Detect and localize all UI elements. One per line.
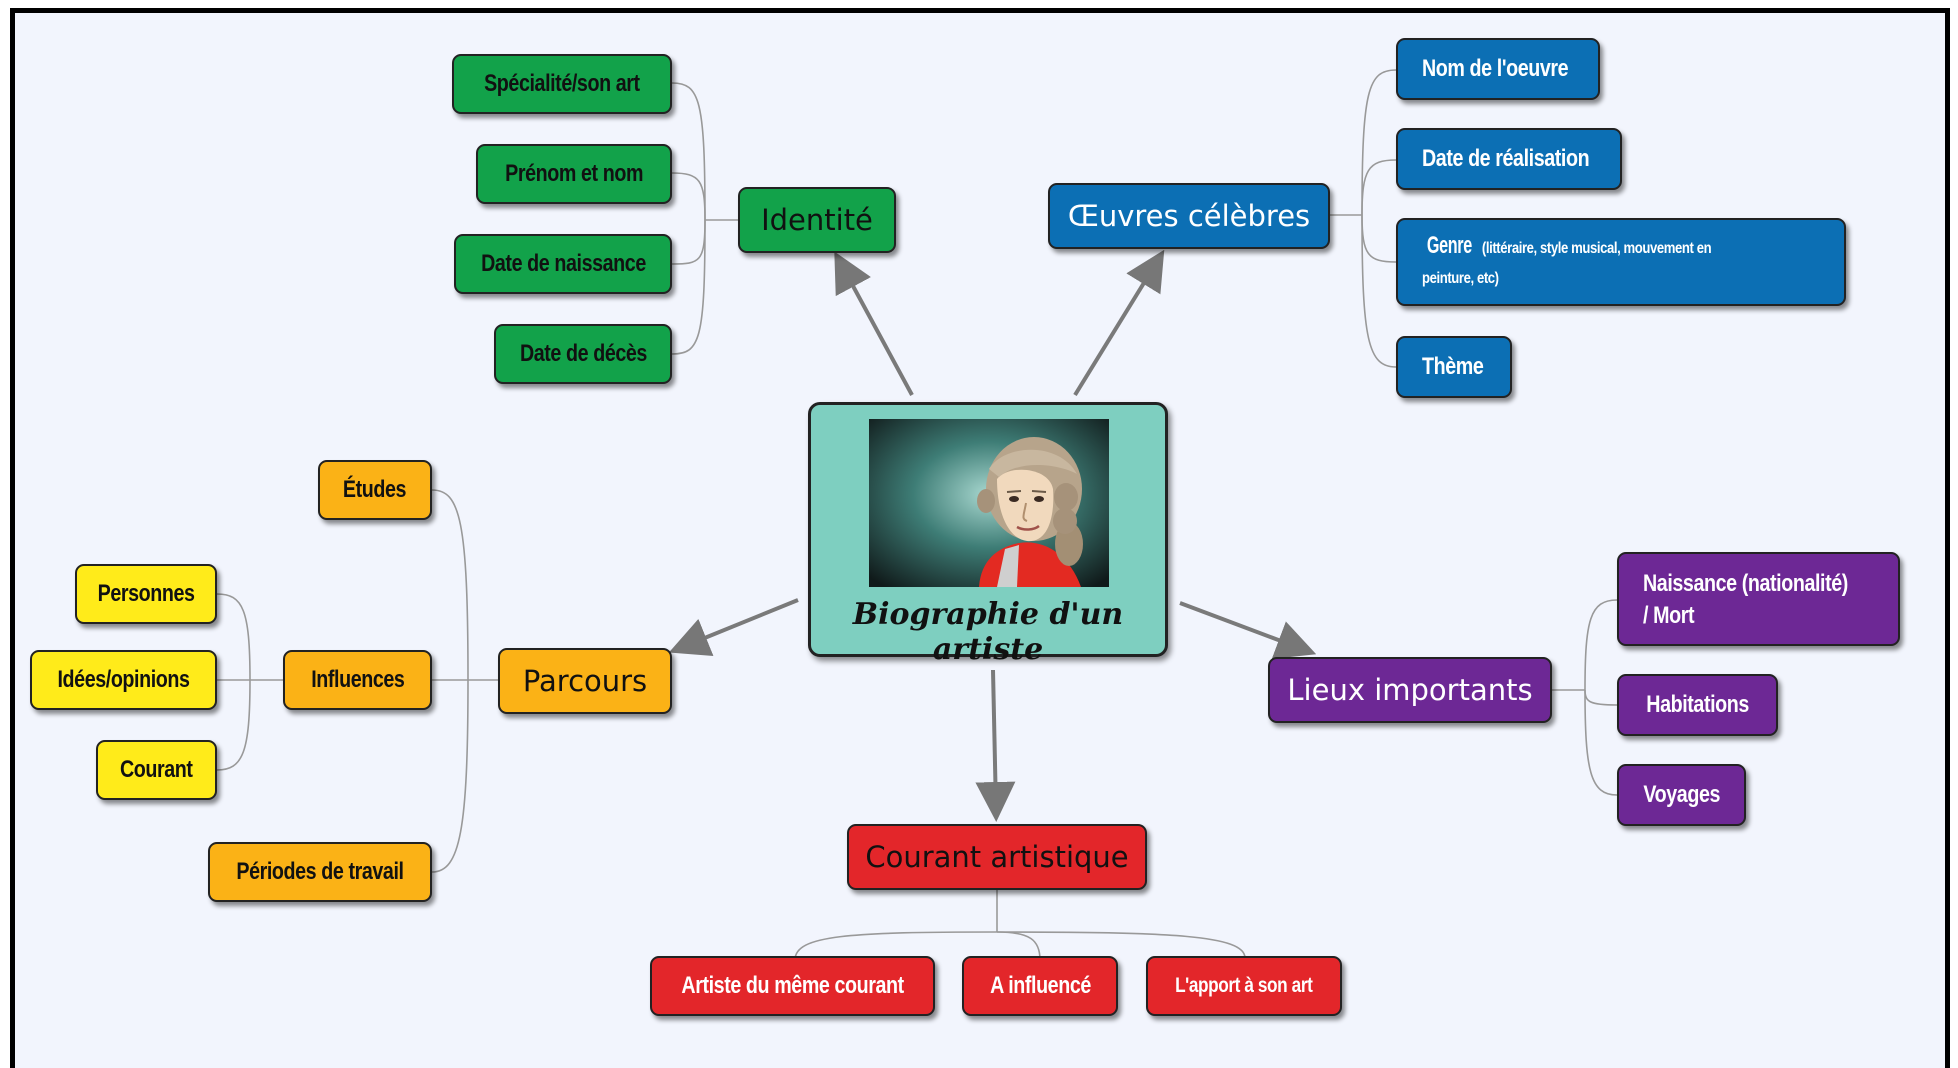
- mozart-portrait-image: [869, 419, 1109, 587]
- lieux-item-habitations[interactable]: Habitations: [1617, 674, 1778, 736]
- lieux-label: Lieux importants: [1287, 673, 1533, 707]
- oeuvres-label: Œuvres célèbres: [1067, 199, 1311, 233]
- arrow-to-identite: [834, 251, 914, 396]
- parcours-item-periodes-travail[interactable]: Périodes de travail: [208, 842, 432, 902]
- courant-item-a-influence[interactable]: A influencé: [962, 956, 1118, 1016]
- courant-item-apport-son-art[interactable]: L'apport à son art: [1146, 956, 1342, 1016]
- arrow-to-parcours: [668, 598, 799, 656]
- parcours-item-influences[interactable]: Influences: [283, 650, 432, 710]
- identite-item-date-naissance[interactable]: Date de naissance: [454, 234, 672, 294]
- identite-label: Identité: [761, 203, 873, 237]
- central-topic-title: Biographie d'un artiste: [852, 597, 1124, 667]
- oeuvres-item-genre[interactable]: Genre (littéraire, style musical, mouvem…: [1396, 218, 1846, 306]
- influences-item-courant[interactable]: Courant: [96, 740, 217, 800]
- identite-item-prenom-nom[interactable]: Prénom et nom: [476, 144, 672, 204]
- oeuvres-item-theme[interactable]: Thème: [1396, 336, 1512, 398]
- central-topic[interactable]: Biographie d'un artiste: [808, 402, 1168, 667]
- lieux-item-naissance-mort[interactable]: Naissance (nationalité) / Mort: [1617, 552, 1900, 646]
- identite-node[interactable]: Identité: [738, 187, 896, 253]
- arrow-to-courant: [975, 669, 1016, 822]
- courant-label: Courant artistique: [865, 840, 1129, 874]
- influences-item-personnes[interactable]: Personnes: [75, 564, 217, 624]
- parcours-item-etudes[interactable]: Études: [318, 460, 432, 520]
- oeuvres-item-date-realisation[interactable]: Date de réalisation: [1396, 128, 1622, 190]
- arrow-to-lieux: [1179, 601, 1317, 659]
- courant-node[interactable]: Courant artistique: [847, 824, 1147, 890]
- courant-item-artiste-meme-courant[interactable]: Artiste du même courant: [650, 956, 935, 1016]
- identite-item-specialite[interactable]: Spécialité/son art: [452, 54, 672, 114]
- arrow-to-oeuvres: [1073, 249, 1165, 397]
- oeuvres-item-nom[interactable]: Nom de l'oeuvre: [1396, 38, 1600, 100]
- lieux-item-voyages[interactable]: Voyages: [1617, 764, 1746, 826]
- lieux-node[interactable]: Lieux importants: [1268, 657, 1552, 723]
- parcours-node[interactable]: Parcours: [498, 648, 672, 714]
- influences-item-idees-opinions[interactable]: Idées/opinions: [30, 650, 217, 710]
- identite-item-date-deces[interactable]: Date de décès: [494, 324, 672, 384]
- parcours-label: Parcours: [522, 664, 648, 698]
- oeuvres-node[interactable]: Œuvres célèbres: [1048, 183, 1330, 249]
